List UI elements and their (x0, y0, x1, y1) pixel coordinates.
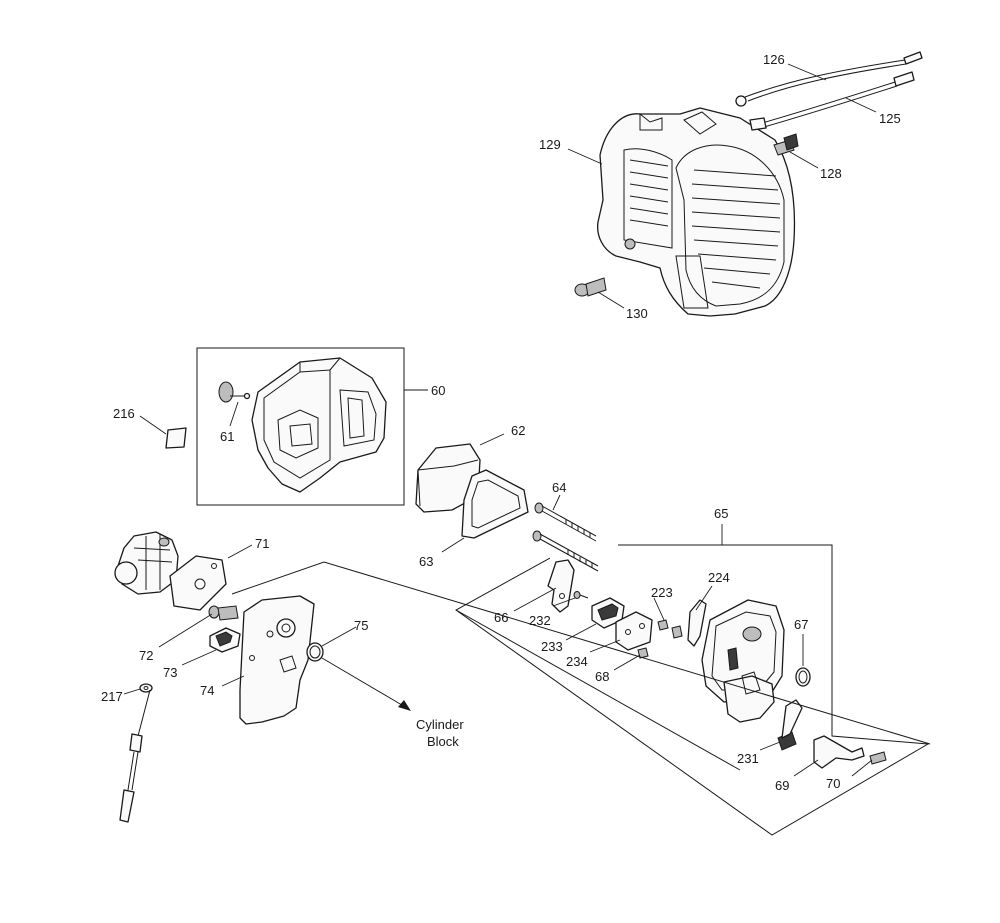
label-cylinder: Cylinder (416, 717, 464, 732)
label-125: 125 (879, 111, 901, 126)
clamp-73 (209, 627, 241, 653)
label-216: 216 (113, 406, 135, 421)
label-60: 60 (431, 383, 445, 398)
label-67: 67 (794, 617, 808, 632)
label-129: 129 (539, 137, 561, 152)
label-69: 69 (775, 778, 789, 793)
label-73: 73 (163, 665, 177, 680)
bolt-72 (208, 605, 239, 621)
leader-lines (123, 63, 877, 777)
label-61: 61 (220, 429, 234, 444)
label-72: 72 (139, 648, 153, 663)
engine-cover-129 (597, 107, 796, 317)
muffler-body (701, 599, 785, 723)
wire-126 (735, 51, 923, 107)
label-128: 128 (820, 166, 842, 181)
label-224: 224 (708, 570, 730, 585)
carburetor (114, 531, 179, 595)
label-223: 223 (651, 585, 673, 600)
label-65: 65 (714, 506, 728, 521)
label-71: 71 (255, 536, 269, 551)
gasket-216 (165, 427, 187, 449)
label-126: 126 (763, 52, 785, 67)
gasket-71 (169, 555, 227, 611)
carburetor-group-frame (231, 561, 931, 745)
label-231: 231 (737, 751, 759, 766)
bolt-64-upper (534, 502, 597, 542)
label-234: 234 (566, 654, 588, 669)
label-217: 217 (101, 689, 123, 704)
air-cleaner-case-frame-60 (196, 347, 405, 506)
label-75: 75 (354, 618, 368, 633)
label-block: Block (427, 734, 459, 749)
screw-130 (574, 277, 607, 297)
screw-232 (573, 591, 589, 599)
muffler-group-frame-65 (455, 544, 930, 836)
label-74: 74 (200, 683, 214, 698)
part-labels: 126 125 129 128 130 60 216 61 62 63 64 6… (101, 52, 901, 793)
bracket-66 (547, 559, 575, 613)
muffler-cover-69 (813, 735, 865, 769)
screw-70 (869, 751, 887, 765)
screw-223 (657, 619, 683, 639)
gasket-224 (687, 599, 707, 647)
insulator-plate-74 (239, 595, 315, 725)
label-66: 66 (494, 610, 508, 625)
washer-217 (139, 683, 153, 693)
air-filter-frame-63 (461, 469, 529, 539)
label-64: 64 (552, 480, 566, 495)
label-63: 63 (419, 554, 433, 569)
exhaust-pipe-231 (777, 699, 803, 751)
choke-knob-61 (218, 381, 251, 403)
wire-125 (749, 71, 915, 131)
cylinder-block-arrow (321, 657, 411, 711)
label-68: 68 (595, 669, 609, 684)
air-cleaner-case-60 (251, 357, 387, 493)
label-62: 62 (511, 423, 525, 438)
label-130: 130 (626, 306, 648, 321)
throttle-cable (119, 689, 151, 823)
bolt-64-lower (532, 530, 599, 572)
label-233: 233 (541, 639, 563, 654)
label-232: 232 (529, 613, 551, 628)
screw-128 (773, 133, 799, 156)
o-ring-75 (306, 642, 324, 662)
label-70: 70 (826, 776, 840, 791)
o-ring-67 (795, 667, 811, 687)
